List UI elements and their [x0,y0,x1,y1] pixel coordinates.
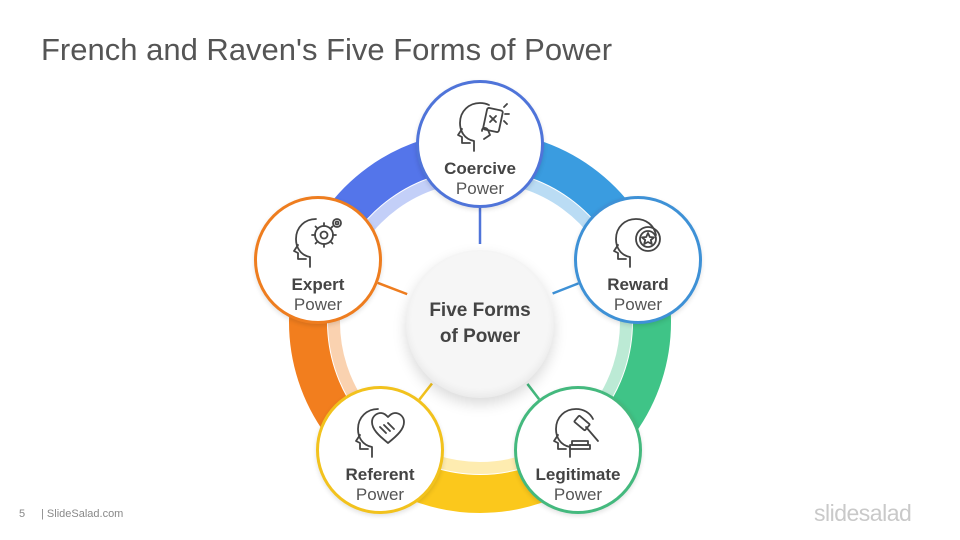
head-with-badge-icon [613,218,661,268]
node-referent-title: Referent [345,465,415,484]
center-label: Five Forms of Power [420,298,540,350]
node-referent-subtitle: Power [355,485,405,504]
connector-lines [377,208,579,401]
slide-title: French and Raven's Five Forms of Power [41,32,613,67]
head-with-heart-icon [355,408,405,458]
node-reward-title: Reward [607,275,669,294]
node-legitimate-title: Legitimate [535,465,621,484]
node-coercive-title: Coercive [444,159,516,178]
node-reward-subtitle: Power [613,295,663,314]
connector-line-legitimate [526,383,541,400]
center-label-line1: Five Forms [429,300,531,321]
node-expert[interactable]: Expert Power [254,196,382,324]
node-legitimate[interactable]: Legitimate Power [514,386,642,514]
head-with-gear-icon [293,218,342,268]
connector-line-expert [377,281,408,296]
node-referent[interactable]: Referent Power [316,386,444,514]
node-expert-title: Expert [291,275,345,294]
head-with-card-icon [457,102,510,152]
node-expert-subtitle: Power [293,295,343,314]
page-number: 5 [19,508,26,520]
node-reward[interactable]: Reward Power [574,196,702,324]
footer-site: | SlideSalad.com [41,508,124,520]
connector-line-reward [552,282,579,295]
connector-line-referent [418,382,433,401]
node-coercive[interactable]: Coercive Power [416,80,544,208]
node-coercive-subtitle: Power [455,179,505,198]
brand-logo: slidesalad [814,500,912,526]
node-legitimate-subtitle: Power [553,485,603,504]
head-with-gavel-icon [553,408,599,458]
center-circle: Five Forms of Power [406,250,554,398]
center-label-line2: of Power [439,326,521,347]
